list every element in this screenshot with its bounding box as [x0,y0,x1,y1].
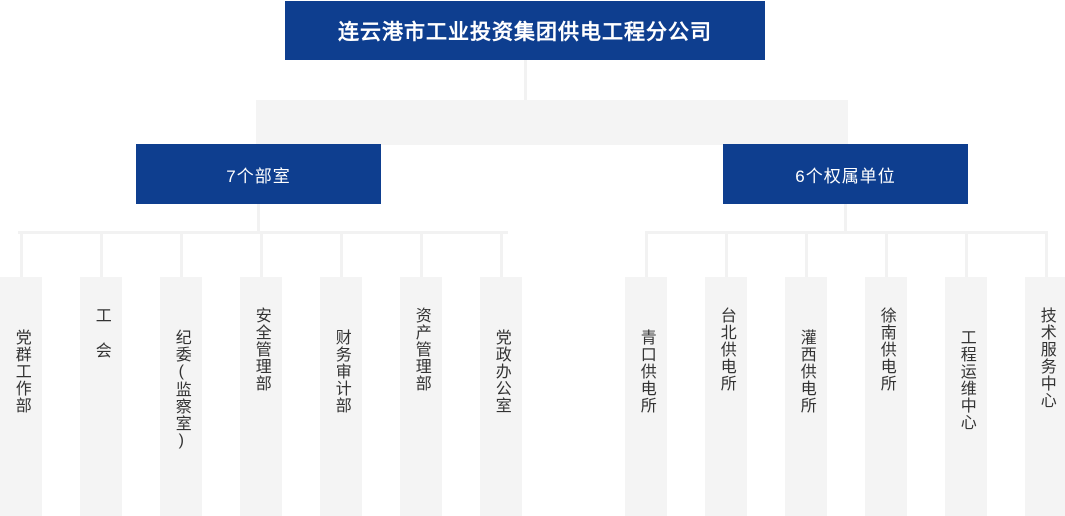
connector-drop [20,231,23,277]
department-card-2[interactable]: 工 会 [80,277,122,516]
connector-drop [645,231,648,277]
department-card-7[interactable]: 党政办公室 [480,277,522,516]
card-label: 财务审计部 [332,329,350,414]
department-card-4[interactable]: 安全管理部 [240,277,282,516]
connector-drop [180,231,183,277]
connector-drop [725,231,728,277]
department-card-6[interactable]: 资产管理部 [400,277,442,516]
card-label: 纪委(监察室) [172,329,190,450]
card-label: 徐南供电所 [877,307,895,392]
connector-drop [500,231,503,277]
card-label: 台北供电所 [717,307,735,392]
connector-bus-units [645,231,1045,234]
department-card-1[interactable]: 党群工作部 [0,277,42,516]
connector-drop [805,231,808,277]
connector-bus-departments [18,231,508,234]
card-label: 技术服务中心 [1037,307,1055,409]
unit-card-2[interactable]: 台北供电所 [705,277,747,516]
unit-card-1[interactable]: 青口供电所 [625,277,667,516]
unit-card-5[interactable]: 工程运维中心 [945,277,987,516]
unit-card-3[interactable]: 灌西供电所 [785,277,827,516]
department-card-3[interactable]: 纪委(监察室) [160,277,202,516]
unit-card-6[interactable]: 技术服务中心 [1025,277,1065,516]
branch-box-departments[interactable]: 7个部室 [136,144,381,204]
unit-card-4[interactable]: 徐南供电所 [865,277,907,516]
card-label: 工程运维中心 [957,329,975,431]
department-card-5[interactable]: 财务审计部 [320,277,362,516]
connector-drop [420,231,423,277]
root-org-box[interactable]: 连云港市工业投资集团供电工程分公司 [285,1,765,60]
card-label: 青口供电所 [637,329,655,414]
branch-stem-right [844,204,847,232]
root-connector-stem [524,60,527,103]
branch-box-units[interactable]: 6个权属单位 [723,144,968,204]
connector-drop [885,231,888,277]
card-label: 资产管理部 [412,307,430,392]
card-label: 党政办公室 [492,329,510,414]
card-label: 党群工作部 [12,329,30,414]
connector-drop [1045,231,1048,277]
card-label: 安全管理部 [252,307,270,392]
card-label: 工 会 [92,307,110,359]
connector-drop [340,231,343,277]
branch-stem-left [257,204,260,232]
level2-connector-band [256,100,848,145]
card-label: 灌西供电所 [797,329,815,414]
connector-drop [100,231,103,277]
connector-drop [260,231,263,277]
connector-drop [965,231,968,277]
